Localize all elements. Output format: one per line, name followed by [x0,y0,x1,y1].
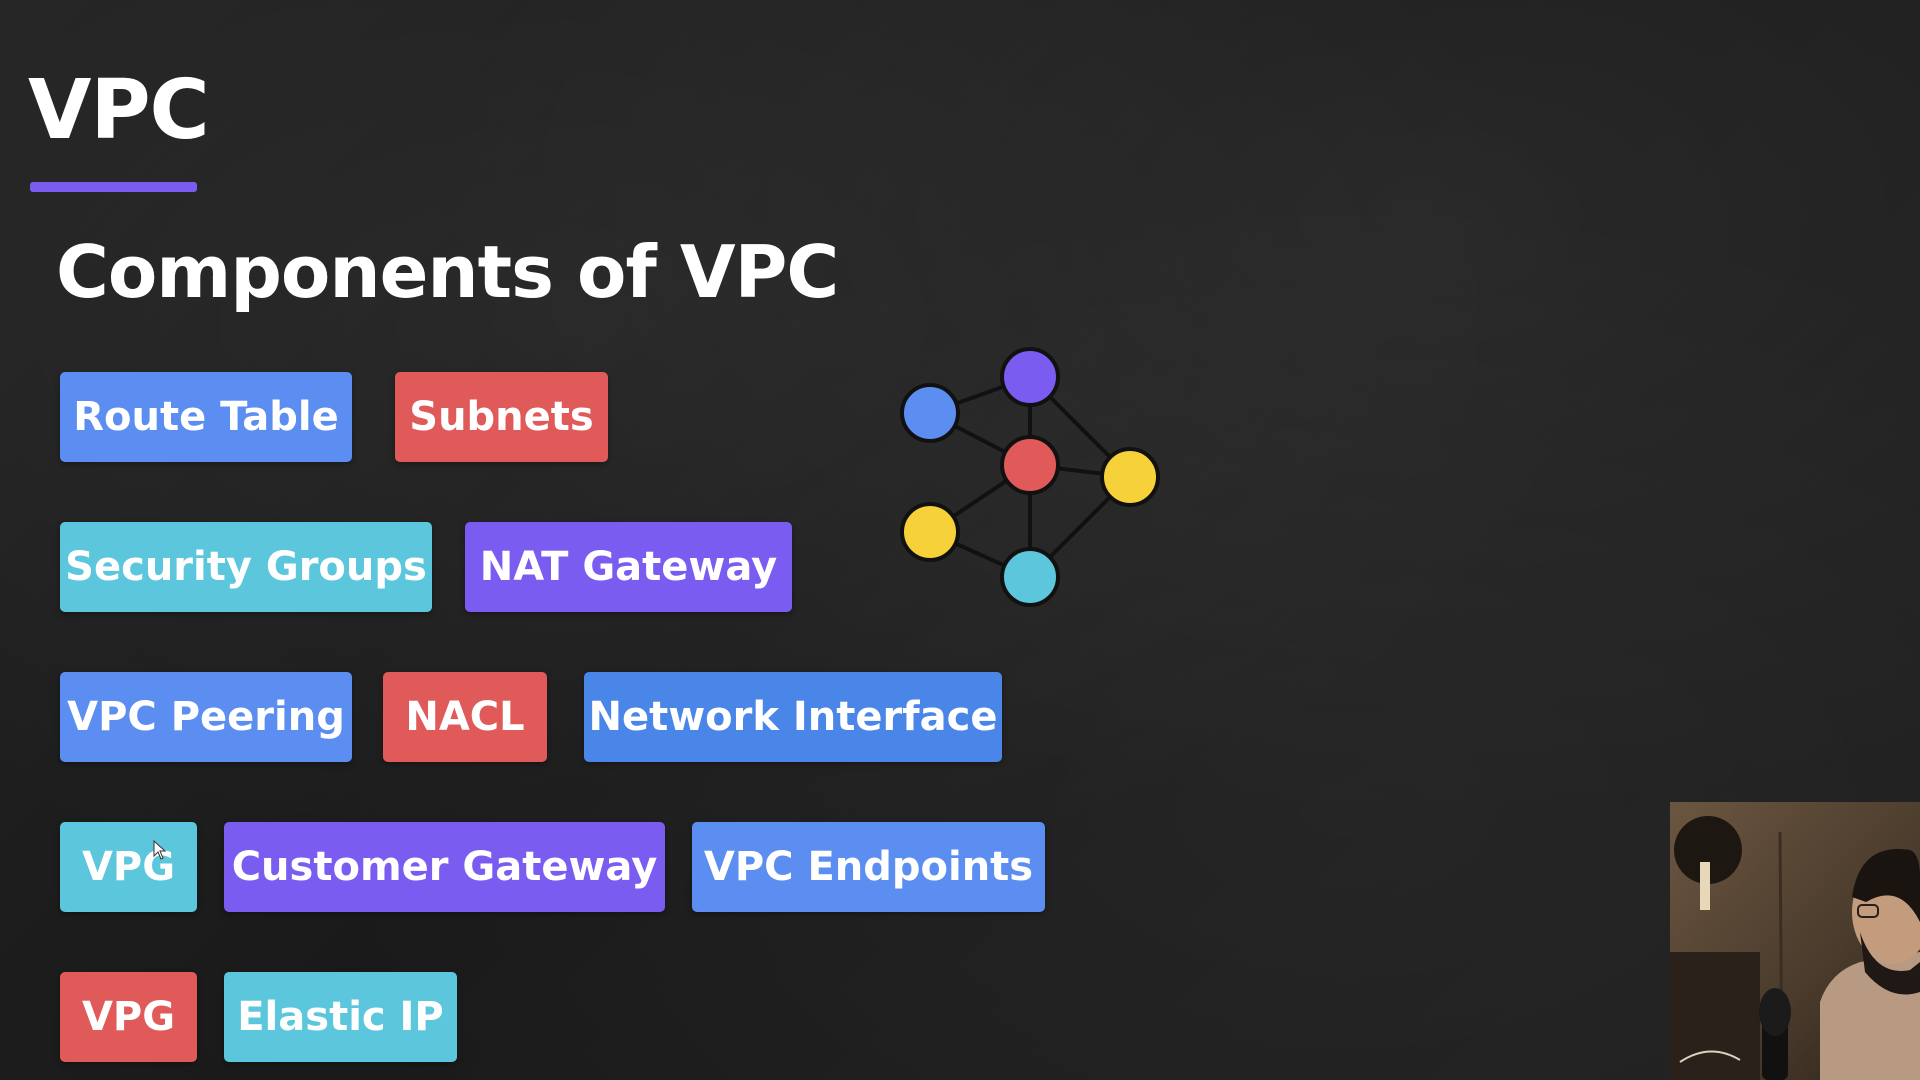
component-chip-vpc-peering: VPC Peering [60,672,352,762]
graph-node [1000,547,1060,607]
network-graph-icon [880,335,1170,629]
presenter-webcam [1670,802,1920,1080]
slide-subtitle: Components of VPC [56,230,839,314]
graph-node [1000,347,1060,407]
component-chip-nacl: NACL [383,672,547,762]
slide-title: VPC [28,63,210,158]
component-chip-subnets: Subnets [395,372,608,462]
component-chip-security-groups: Security Groups [60,522,432,612]
component-chip-vpg-2: VPG [60,972,197,1062]
graph-node [900,502,960,562]
component-chip-customer-gateway: Customer Gateway [224,822,665,912]
component-chip-vpc-endpoints: VPC Endpoints [692,822,1045,912]
graph-node [900,383,960,443]
component-chip-nat-gateway: NAT Gateway [465,522,792,612]
component-chip-route-table: Route Table [60,372,352,462]
graph-node [1000,435,1060,495]
mouse-cursor-icon [153,839,167,864]
component-chip-elastic-ip: Elastic IP [224,972,457,1062]
component-chip-network-interface: Network Interface [584,672,1002,762]
title-underline [30,182,197,192]
graph-node [1100,447,1160,507]
component-chip-vpg: VPG [60,822,197,912]
